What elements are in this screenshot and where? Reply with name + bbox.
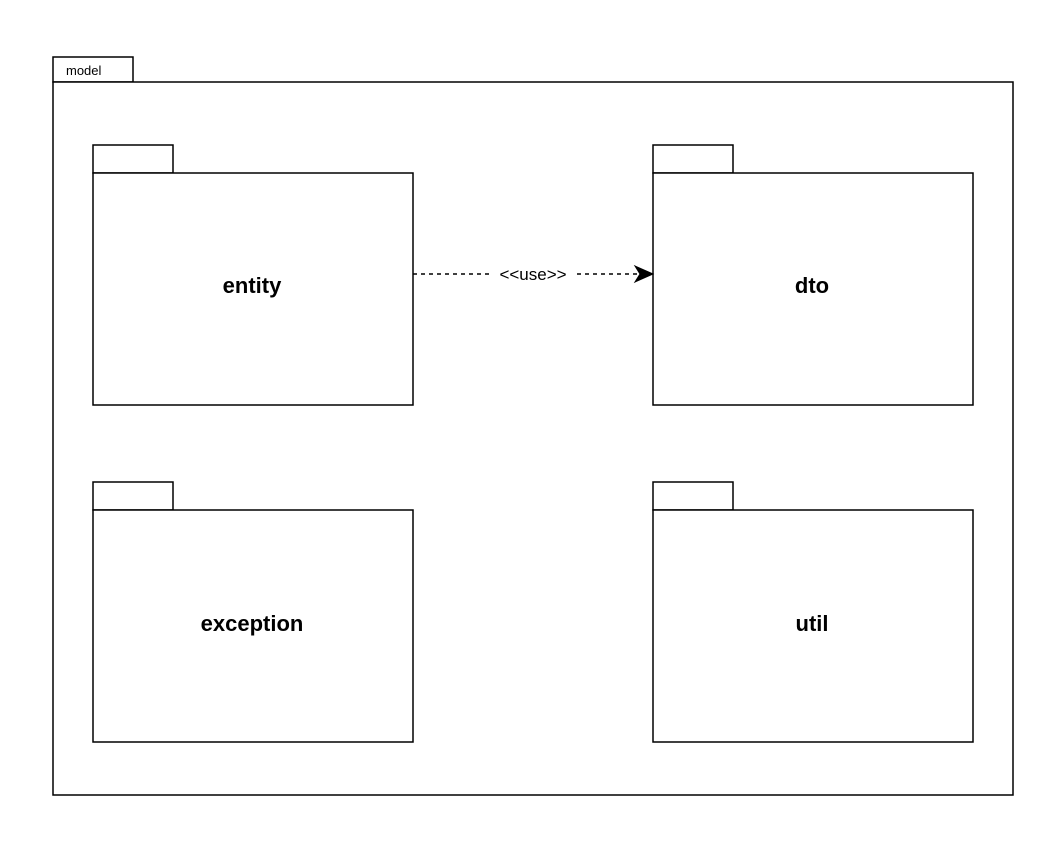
- package-dto-tab: [652, 144, 734, 174]
- package-model-label: model: [66, 63, 102, 78]
- dependency-arrowhead: [633, 264, 655, 284]
- package-util-body: [652, 509, 974, 743]
- package-util-tab: [652, 481, 734, 511]
- package-dto-body: [652, 172, 974, 406]
- package-dto[interactable]: dto: [652, 144, 974, 406]
- package-exception[interactable]: exception: [92, 481, 414, 743]
- package-entity-body: [92, 172, 414, 406]
- package-entity[interactable]: entity: [92, 144, 414, 406]
- package-util-label: util: [796, 611, 829, 636]
- package-entity-tab: [92, 144, 174, 174]
- package-dto-label: dto: [795, 273, 829, 298]
- dependency-entity-to-dto[interactable]: <<use>>: [413, 264, 655, 284]
- package-exception-tab: [92, 481, 174, 511]
- dependency-stereotype-label: <<use>>: [499, 265, 566, 284]
- package-exception-label: exception: [201, 611, 304, 636]
- package-util[interactable]: util: [652, 481, 974, 743]
- package-entity-label: entity: [223, 273, 282, 298]
- package-exception-body: [92, 509, 414, 743]
